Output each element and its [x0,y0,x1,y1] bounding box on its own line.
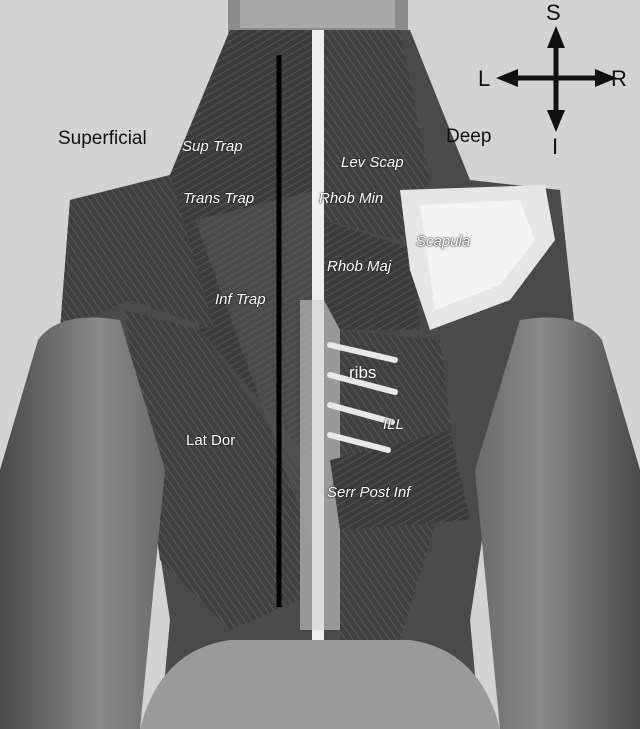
label-sup-trap: Sup Trap [182,138,243,155]
rib-lines [327,342,398,453]
label-rhob-min: Rhob Min [319,190,384,207]
scapula-inner [420,200,535,310]
label-ribs: ribs [349,363,377,382]
label-ill: ILL [383,416,404,433]
direction-compass [496,26,617,132]
arrow-left-icon [496,69,518,87]
label-serr-post-inf: Serr Post Inf [327,484,411,501]
superficial-label: Superficial [58,128,147,149]
trapezius-highlight [195,190,318,560]
label-rhob-maj: Rhob Maj [327,258,392,275]
label-trans-trap: Trans Trap [183,190,255,207]
left-arm [0,317,165,729]
left-label: L [478,66,491,91]
serratus-post-inf-shape [330,430,470,530]
right-label: R [611,66,627,91]
arrow-up-icon [547,26,565,48]
superior-label: S [546,0,561,25]
head-base [240,0,395,28]
lat-dorsi-shape [125,310,300,630]
arrow-right-icon [595,69,617,87]
label-scapula: Scapula [416,233,471,250]
inferior-label: I [552,134,559,159]
hips [140,640,500,729]
label-lev-scap: Lev Scap [341,154,404,171]
arrow-down-icon [547,110,565,132]
deep-label: Deep [446,126,492,147]
deltoid-left-shape [60,175,215,330]
label-inf-trap: Inf Trap [215,291,266,308]
right-arm [475,317,640,729]
rhomboid-shape [324,220,420,330]
levator-scapulae-shape [324,30,430,240]
label-lat-dor: Lat Dor [186,432,236,449]
